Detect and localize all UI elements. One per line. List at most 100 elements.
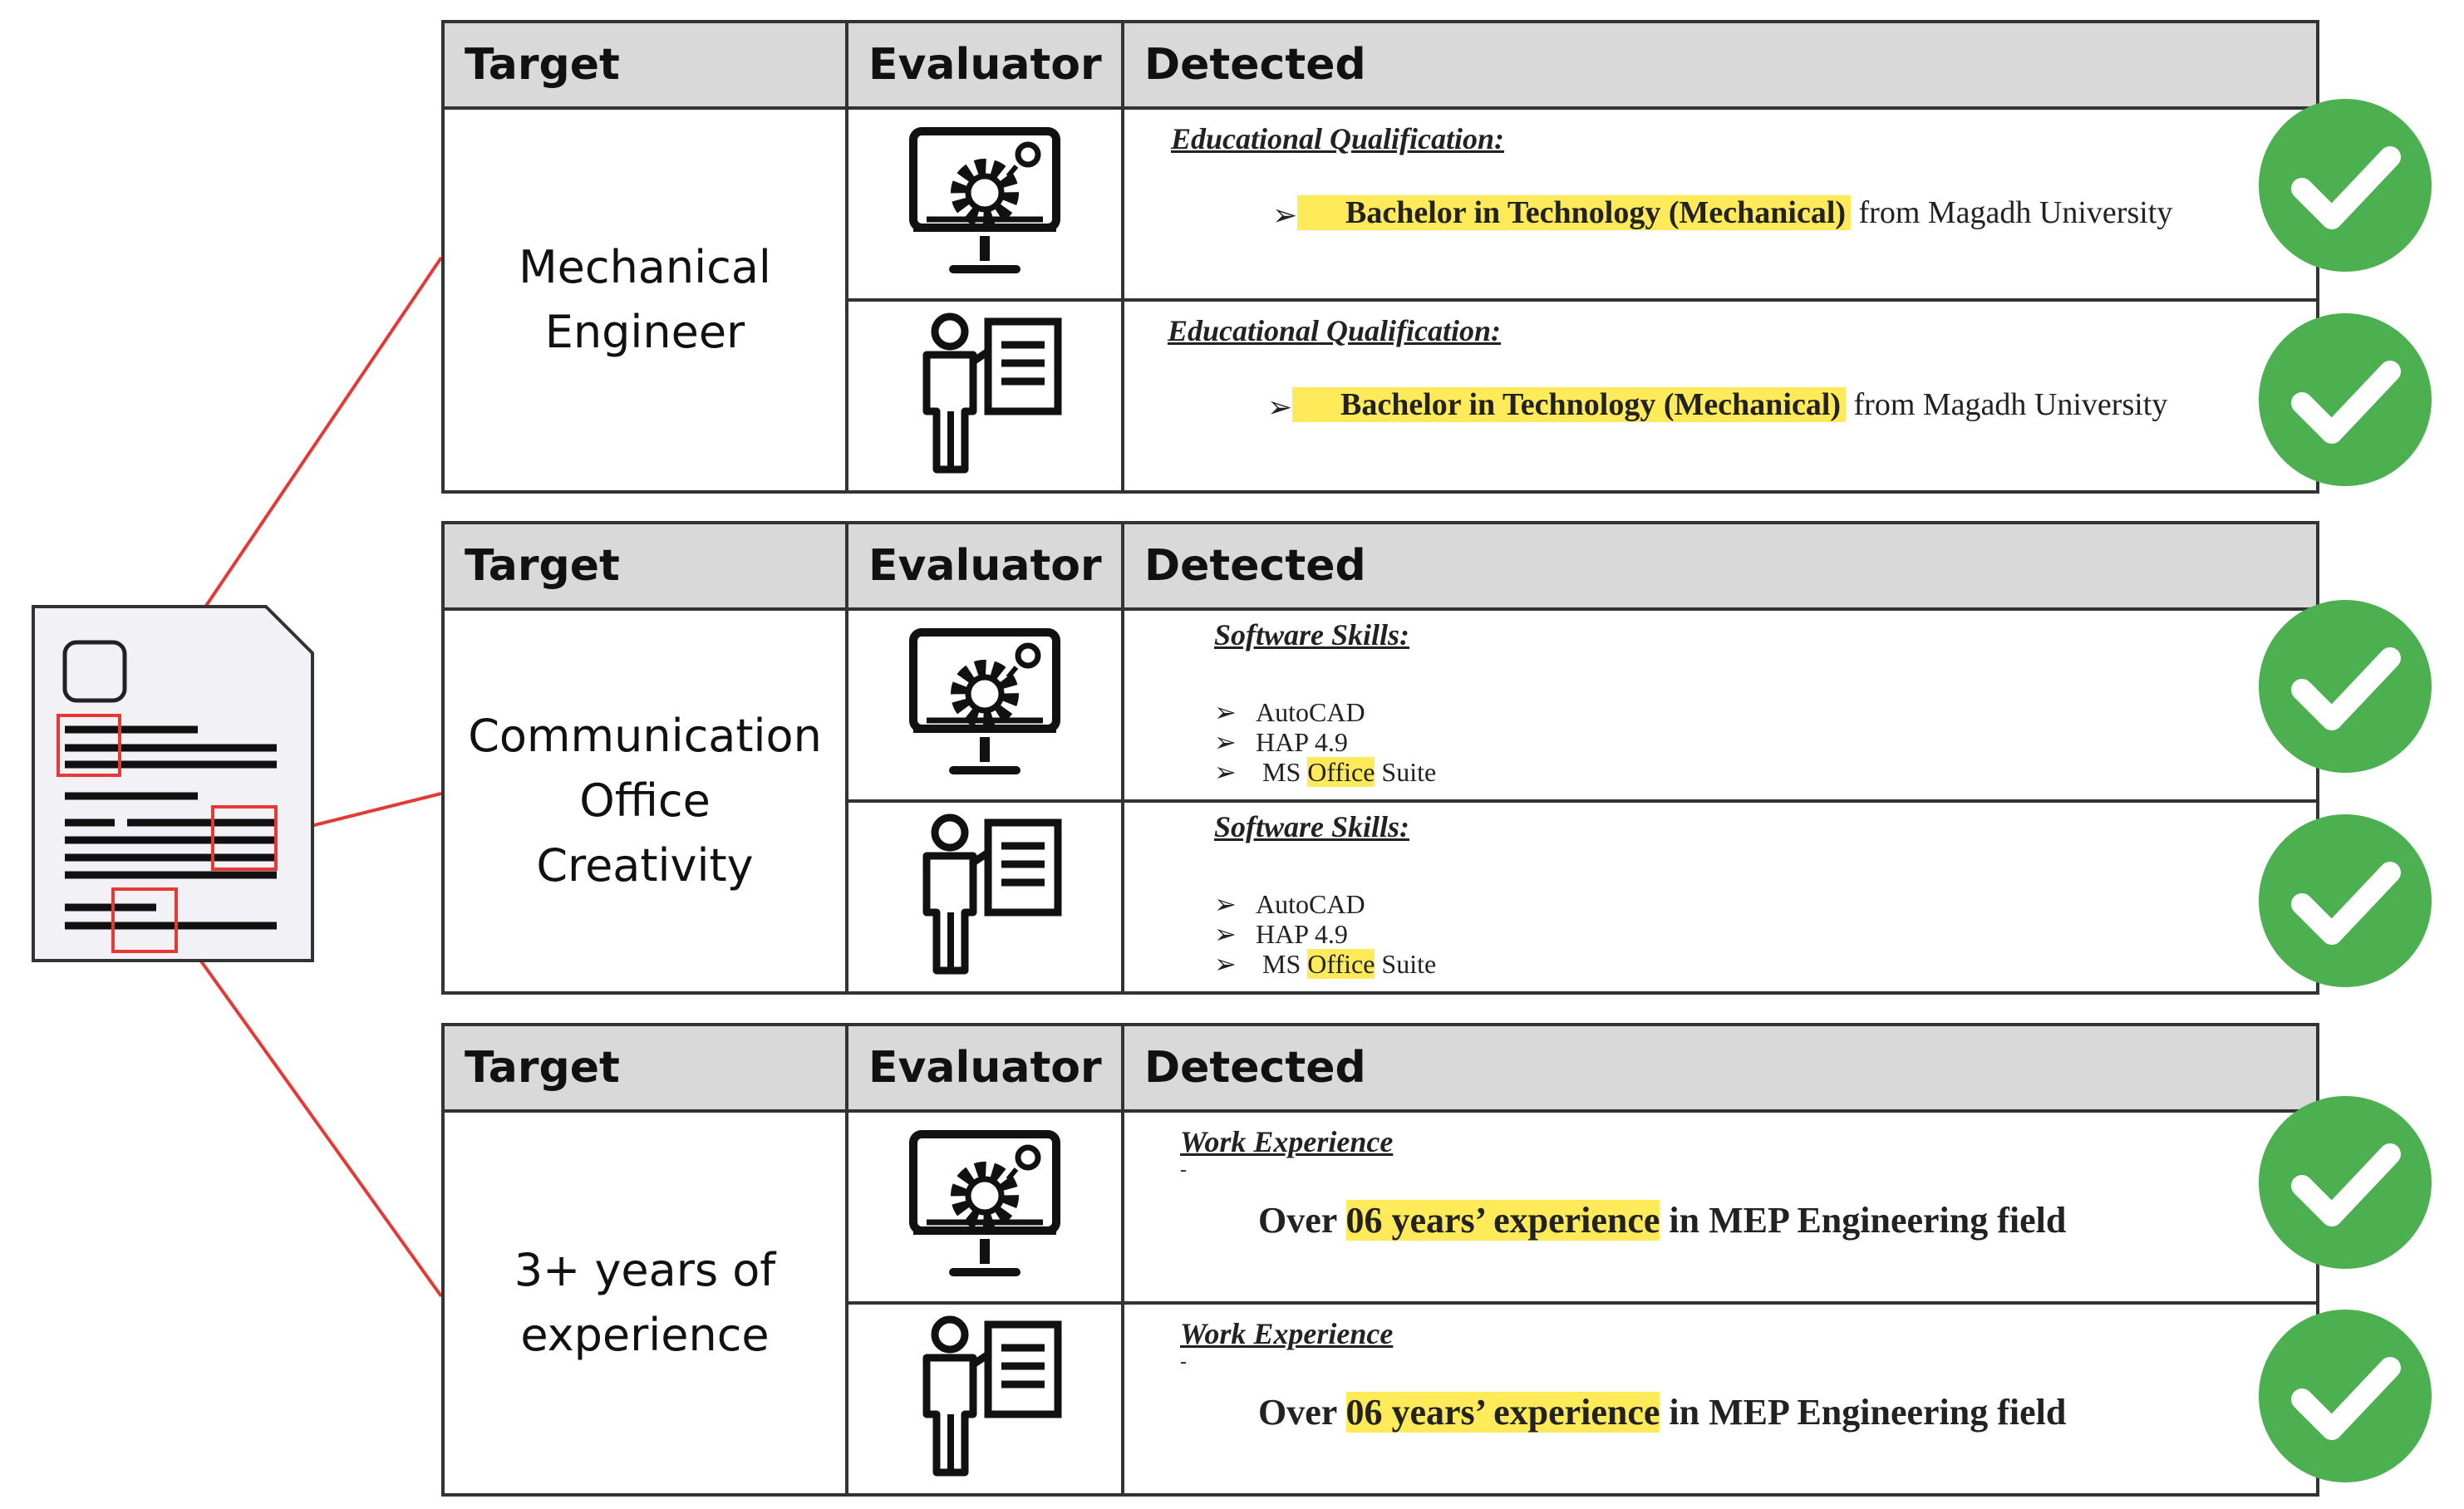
target-cell: Communication Office Creativity [441, 607, 848, 995]
bullet-arrow-icon: ➢ [1214, 697, 1237, 727]
detected-cell: Educational Qualification: ➢ Bachelor in… [1121, 106, 2319, 302]
detected-suffix: from Magadh University [1846, 387, 2168, 422]
header-detected: Detected [1121, 1023, 2319, 1113]
header-detected: Detected [1121, 20, 2319, 110]
section-heading: Work Experience [1180, 1317, 1394, 1350]
table-row: Educational Qualification: ➢ Bachelor in… [443, 298, 2319, 494]
computer-gear-icon [902, 621, 1068, 787]
check-circle-icon [2259, 1310, 2432, 1482]
detected-text: Over 06 years’ experience in MEP Enginee… [1258, 1391, 2066, 1433]
bullet-arrow-icon: ➢ [1214, 949, 1237, 979]
skill-text: AutoCAD [1256, 697, 1365, 727]
detected-prefix: Over [1258, 1200, 1346, 1241]
list-item: ➢ MS Office Suite [1214, 949, 1436, 979]
panel-skills: Target Evaluator Detected Communication … [441, 521, 2319, 995]
evaluator-cell [845, 1301, 1124, 1497]
header-target: Target [441, 1023, 848, 1113]
highlighted-text: 06 years’ experience [1345, 1392, 1660, 1433]
person-document-icon [902, 312, 1068, 478]
detected-suffix: from Magadh University [1851, 195, 2173, 230]
highlighted-text: Bachelor in Technology (Mechanical) [1297, 195, 1852, 230]
bullet-arrow-icon: ➢ [1267, 391, 1293, 424]
target-line: experience [520, 1309, 770, 1361]
target-line: Mechanical [519, 241, 771, 293]
panel-header: Target Evaluator Detected [441, 20, 2319, 110]
check-circle-icon [2259, 600, 2432, 773]
target-line: Creativity [536, 839, 754, 892]
header-evaluator: Evaluator [845, 1023, 1124, 1113]
check-circle-icon [2259, 99, 2432, 272]
target-cell: 3+ years of experience [441, 1109, 848, 1497]
skill-text: HAP 4.9 [1256, 919, 1348, 949]
table-row: Software Skills: ➢AutoCAD ➢HAP 4.9 ➢ MS … [443, 799, 2319, 995]
skill-text: AutoCAD [1256, 889, 1365, 919]
skill-text: Suite [1375, 757, 1437, 787]
header-detected: Detected [1121, 521, 2319, 611]
target-cell: Mechanical Engineer [441, 106, 848, 494]
detected-cell: Software Skills: ➢ AutoCAD ➢ HAP 4.9 ➢ MS … [1121, 607, 2319, 803]
evaluator-cell [845, 799, 1124, 995]
header-target: Target [441, 20, 848, 110]
highlighted-text: 06 years’ experience [1345, 1200, 1660, 1241]
target-line: Engineer [544, 306, 745, 358]
table-row: Work Experience - Over 06 years’ experie… [443, 1301, 2319, 1497]
highlighted-text: Bachelor in Technology (Mechanical) [1292, 387, 1847, 422]
detected-prefix: Over [1258, 1392, 1346, 1433]
skills-list: ➢ AutoCAD ➢ HAP 4.9 ➢ MS Office Suite [1214, 889, 1436, 979]
list-item: ➢ AutoCAD [1214, 697, 1436, 727]
detected-cell: Work Experience - Over 06 years’ experie… [1121, 1109, 2319, 1305]
highlighted-text: Office [1307, 757, 1375, 787]
bullet-arrow-icon: ➢ [1214, 757, 1237, 787]
evaluator-cell [845, 607, 1124, 803]
list-item: ➢ AutoCAD [1214, 889, 1436, 919]
panel-header: Target Evaluator Detected [441, 521, 2319, 611]
detected-text: Bachelor in Technology (Mechanical) from… [1292, 386, 2167, 423]
dash-mark: - [1180, 1159, 1187, 1181]
detected-text: Over 06 years’ experience in MEP Enginee… [1258, 1199, 2066, 1241]
detected-cell: Work Experience - Over 06 years’ experie… [1121, 1301, 2319, 1497]
target-line: 3+ years of [514, 1244, 776, 1296]
list-item: ➢ MS Office Suite [1214, 757, 1436, 787]
header-evaluator: Evaluator [845, 521, 1124, 611]
detected-suffix: in MEP Engineering field [1660, 1392, 2067, 1433]
skill-text: MS [1256, 757, 1308, 787]
evaluator-cell [845, 298, 1124, 494]
skill-text: MS [1256, 949, 1308, 979]
table-row: 3+ years of experience Work Experience -… [441, 1109, 2319, 1497]
dash-mark: - [1180, 1351, 1187, 1373]
bullet-arrow-icon: ➢ [1214, 727, 1237, 757]
bullet-arrow-icon: ➢ [1214, 889, 1237, 919]
section-heading: Software Skills: [1214, 618, 1410, 651]
detected-text: Bachelor in Technology (Mechanical) from… [1297, 194, 2172, 231]
evaluator-cell [845, 1109, 1124, 1305]
highlighted-text: Office [1307, 949, 1375, 979]
bullet-arrow-icon: ➢ [1214, 919, 1237, 949]
header-target: Target [441, 521, 848, 611]
panel-experience: Target Evaluator Detected 3+ years of ex… [441, 1023, 2319, 1497]
panel-header: Target Evaluator Detected [441, 1023, 2319, 1113]
header-evaluator: Evaluator [845, 20, 1124, 110]
computer-gear-icon [902, 1123, 1068, 1289]
check-circle-icon [2259, 814, 2432, 987]
bullet-arrow-icon: ➢ [1272, 199, 1298, 232]
table-row: Communication Office Creativity Software… [441, 607, 2319, 995]
target-line: Communication [468, 710, 822, 762]
detected-suffix: in MEP Engineering field [1660, 1200, 2067, 1241]
detected-cell: Educational Qualification: ➢ Bachelor in… [1121, 298, 2319, 494]
person-document-icon [902, 813, 1068, 979]
panel-education: Target Evaluator Detected Mechanical Eng… [441, 20, 2319, 494]
computer-gear-icon [902, 120, 1068, 286]
connector-experience [175, 925, 443, 1298]
skills-list: ➢ AutoCAD ➢ HAP 4.9 ➢ MS Office Suite [1214, 697, 1436, 787]
section-heading: Educational Qualification: [1171, 122, 1505, 155]
detected-cell: Software Skills: ➢AutoCAD ➢HAP 4.9 ➢ MS … [1121, 799, 2319, 995]
section-heading: Educational Qualification: [1168, 314, 1502, 347]
target-line: Office [579, 774, 711, 827]
skill-text: HAP 4.9 [1256, 727, 1348, 757]
evaluator-cell [845, 106, 1124, 302]
list-item: ➢ HAP 4.9 [1214, 727, 1436, 757]
table-row: Mechanical Engineer Educational Qualific… [441, 106, 2319, 494]
resume-document-icon [32, 605, 314, 962]
check-circle-icon [2259, 313, 2432, 486]
skill-text: Suite [1375, 949, 1437, 979]
